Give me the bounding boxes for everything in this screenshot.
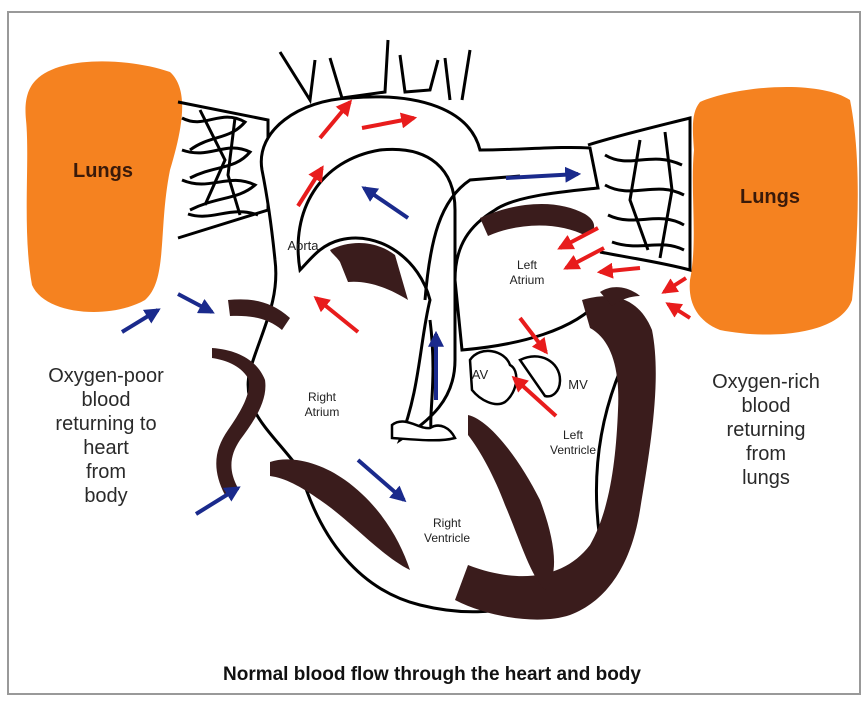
aorta-label: Aorta (268, 238, 338, 253)
left-atrium-label: Left Atrium (488, 258, 566, 288)
arrow-vena-cava-top-1 (122, 310, 158, 332)
left-ventricle-label: Left Ventricle (534, 428, 612, 458)
right-lungs-label: Lungs (720, 186, 820, 209)
right-lung (690, 87, 858, 335)
arrow-pulmonary-vein-3 (600, 268, 640, 272)
arrow-lungs-right-1 (664, 278, 686, 292)
arrow-lungs-right-2 (668, 304, 690, 318)
right-atrium-label: Right Atrium (282, 390, 362, 420)
oxygen-poor-label: Oxygen-poor blood returning to heart fro… (26, 364, 186, 508)
diagram-caption: Normal blood flow through the heart and … (0, 664, 864, 686)
arrow-pulmonary-vein-2 (566, 248, 604, 268)
aortic-branches (280, 40, 470, 100)
arrow-vena-cava-bottom (196, 488, 238, 514)
mv-label: MV (558, 377, 598, 392)
oxygen-rich-label: Oxygen-rich blood returning from lungs (686, 370, 846, 490)
arrow-vena-cava-top-2 (178, 294, 212, 312)
av-label: AV (462, 367, 498, 382)
left-lung-vessels (178, 102, 268, 238)
left-lungs-label: Lungs (58, 160, 148, 183)
right-ventricle-label: Right Ventricle (408, 516, 486, 546)
left-lung (25, 61, 182, 312)
